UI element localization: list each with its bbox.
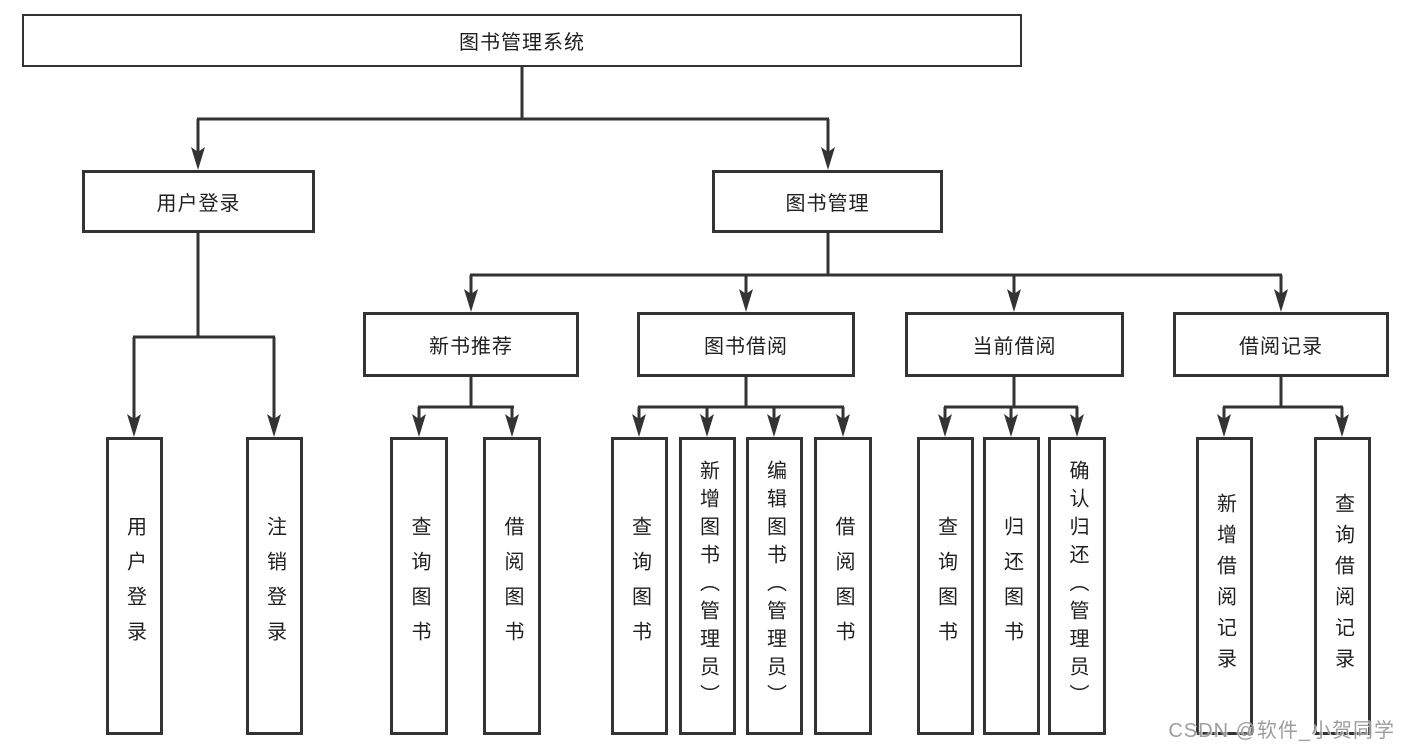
node-user-login: 用户登录	[82, 170, 315, 233]
leaf-borrow-books: 借阅图书	[814, 437, 872, 735]
node-label: 图书借阅	[704, 336, 788, 358]
leaf-user-login: 用户登录	[106, 437, 163, 735]
node-label: 确认归还（管理员）	[1066, 460, 1088, 712]
leaf-query-books-current: 查询图书	[917, 437, 974, 735]
node-new-book-recommend: 新书推荐	[363, 312, 579, 377]
node-label: 图书管理	[785, 193, 870, 215]
node-label: 新书推荐	[429, 336, 513, 358]
node-label: 新增借阅记录	[1213, 493, 1236, 679]
node-label: 用户登录	[156, 193, 241, 215]
node-label: 查询图书	[934, 516, 957, 656]
csdn-watermark: CSDN @软件_小贺同学	[1168, 720, 1395, 742]
node-label: 编辑图书（管理员）	[763, 460, 786, 712]
node-label: 查询图书	[628, 516, 651, 656]
leaf-logout: 注销登录	[246, 437, 303, 735]
leaf-borrow-books-recommend: 借阅图书	[483, 437, 541, 735]
node-label: 用户登录	[123, 516, 146, 656]
leaf-query-borrow-record: 查询借阅记录	[1314, 437, 1371, 735]
node-label: 归还图书	[1000, 516, 1023, 656]
node-label: 借阅图书	[832, 516, 854, 656]
leaf-confirm-return-admin: 确认归还（管理员）	[1048, 437, 1106, 735]
leaf-add-book-admin: 新增图书（管理员）	[679, 437, 736, 735]
leaf-query-books-recommend: 查询图书	[390, 437, 448, 735]
node-label: 查询借阅记录	[1331, 493, 1354, 679]
node-label: 图书管理系统	[459, 32, 585, 54]
node-label: 新增图书（管理员）	[696, 460, 719, 712]
node-current-borrowing: 当前借阅	[905, 312, 1124, 377]
node-book-management: 图书管理	[712, 170, 943, 233]
node-label: 注销登录	[263, 516, 286, 656]
node-label: 当前借阅	[972, 336, 1057, 358]
node-label: 查询图书	[408, 516, 430, 656]
node-label: 借阅图书	[501, 516, 523, 656]
leaf-return-book: 归还图书	[983, 437, 1040, 735]
node-book-borrowing: 图书借阅	[637, 312, 855, 377]
leaf-edit-book-admin: 编辑图书（管理员）	[746, 437, 803, 735]
node-label: 借阅记录	[1239, 336, 1323, 358]
node-library-management-system: 图书管理系统	[22, 14, 1022, 67]
node-borrowing-records: 借阅记录	[1173, 312, 1389, 377]
leaf-add-borrow-record: 新增借阅记录	[1196, 437, 1253, 735]
leaf-query-books-borrowing: 查询图书	[611, 437, 668, 735]
